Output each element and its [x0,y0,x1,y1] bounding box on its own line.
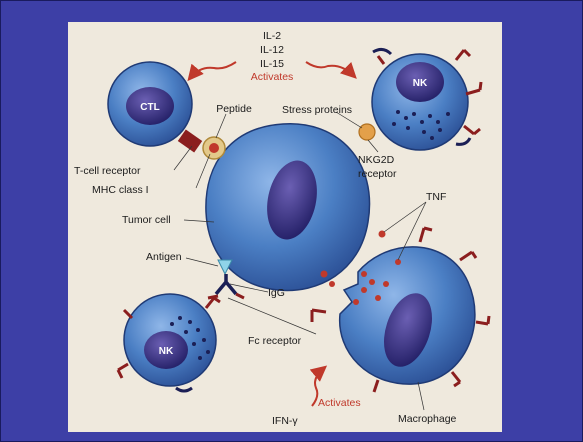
fc-receptor-label: Fc receptor [248,335,302,347]
activates-bottom-label: Activates [318,397,361,409]
macrophage-label: Macrophage [398,413,457,425]
antigen-label: Antigen [146,251,182,263]
igg-label: IgG [268,287,285,299]
immune-diagram: CTL NK [68,22,502,432]
ctl-label: CTL [140,102,159,113]
cytokine-il2: IL-2 [263,30,281,42]
mhc-label: MHC class I [92,184,149,196]
nk-bottom-label: NK [159,346,174,357]
tumor-cell-label: Tumor cell [122,214,171,226]
tcr-label: T-cell receptor [74,165,141,177]
activates-top-label: Activates [251,71,294,83]
nkg2d-label-2: receptor [358,168,397,180]
ctl-cell: CTL [108,62,192,146]
stress-proteins-label: Stress proteins [282,104,352,116]
cytokine-il12: IL-12 [260,44,284,56]
nk-top-label: NK [413,78,428,89]
nk-cell-bottom: NK [118,294,220,391]
tnf-label: TNF [426,191,446,203]
nk-cell-top: NK [372,49,481,150]
tumor-cell [206,124,370,291]
cytokine-il15: IL-15 [260,58,284,70]
diagram-panel: CTL NK [68,22,502,432]
nkg2d-complex [359,124,375,140]
nkg2d-label-1: NKG2D [358,154,395,166]
peptide-label: Peptide [216,103,252,115]
ifn-gamma-label: IFN-γ [272,415,298,427]
